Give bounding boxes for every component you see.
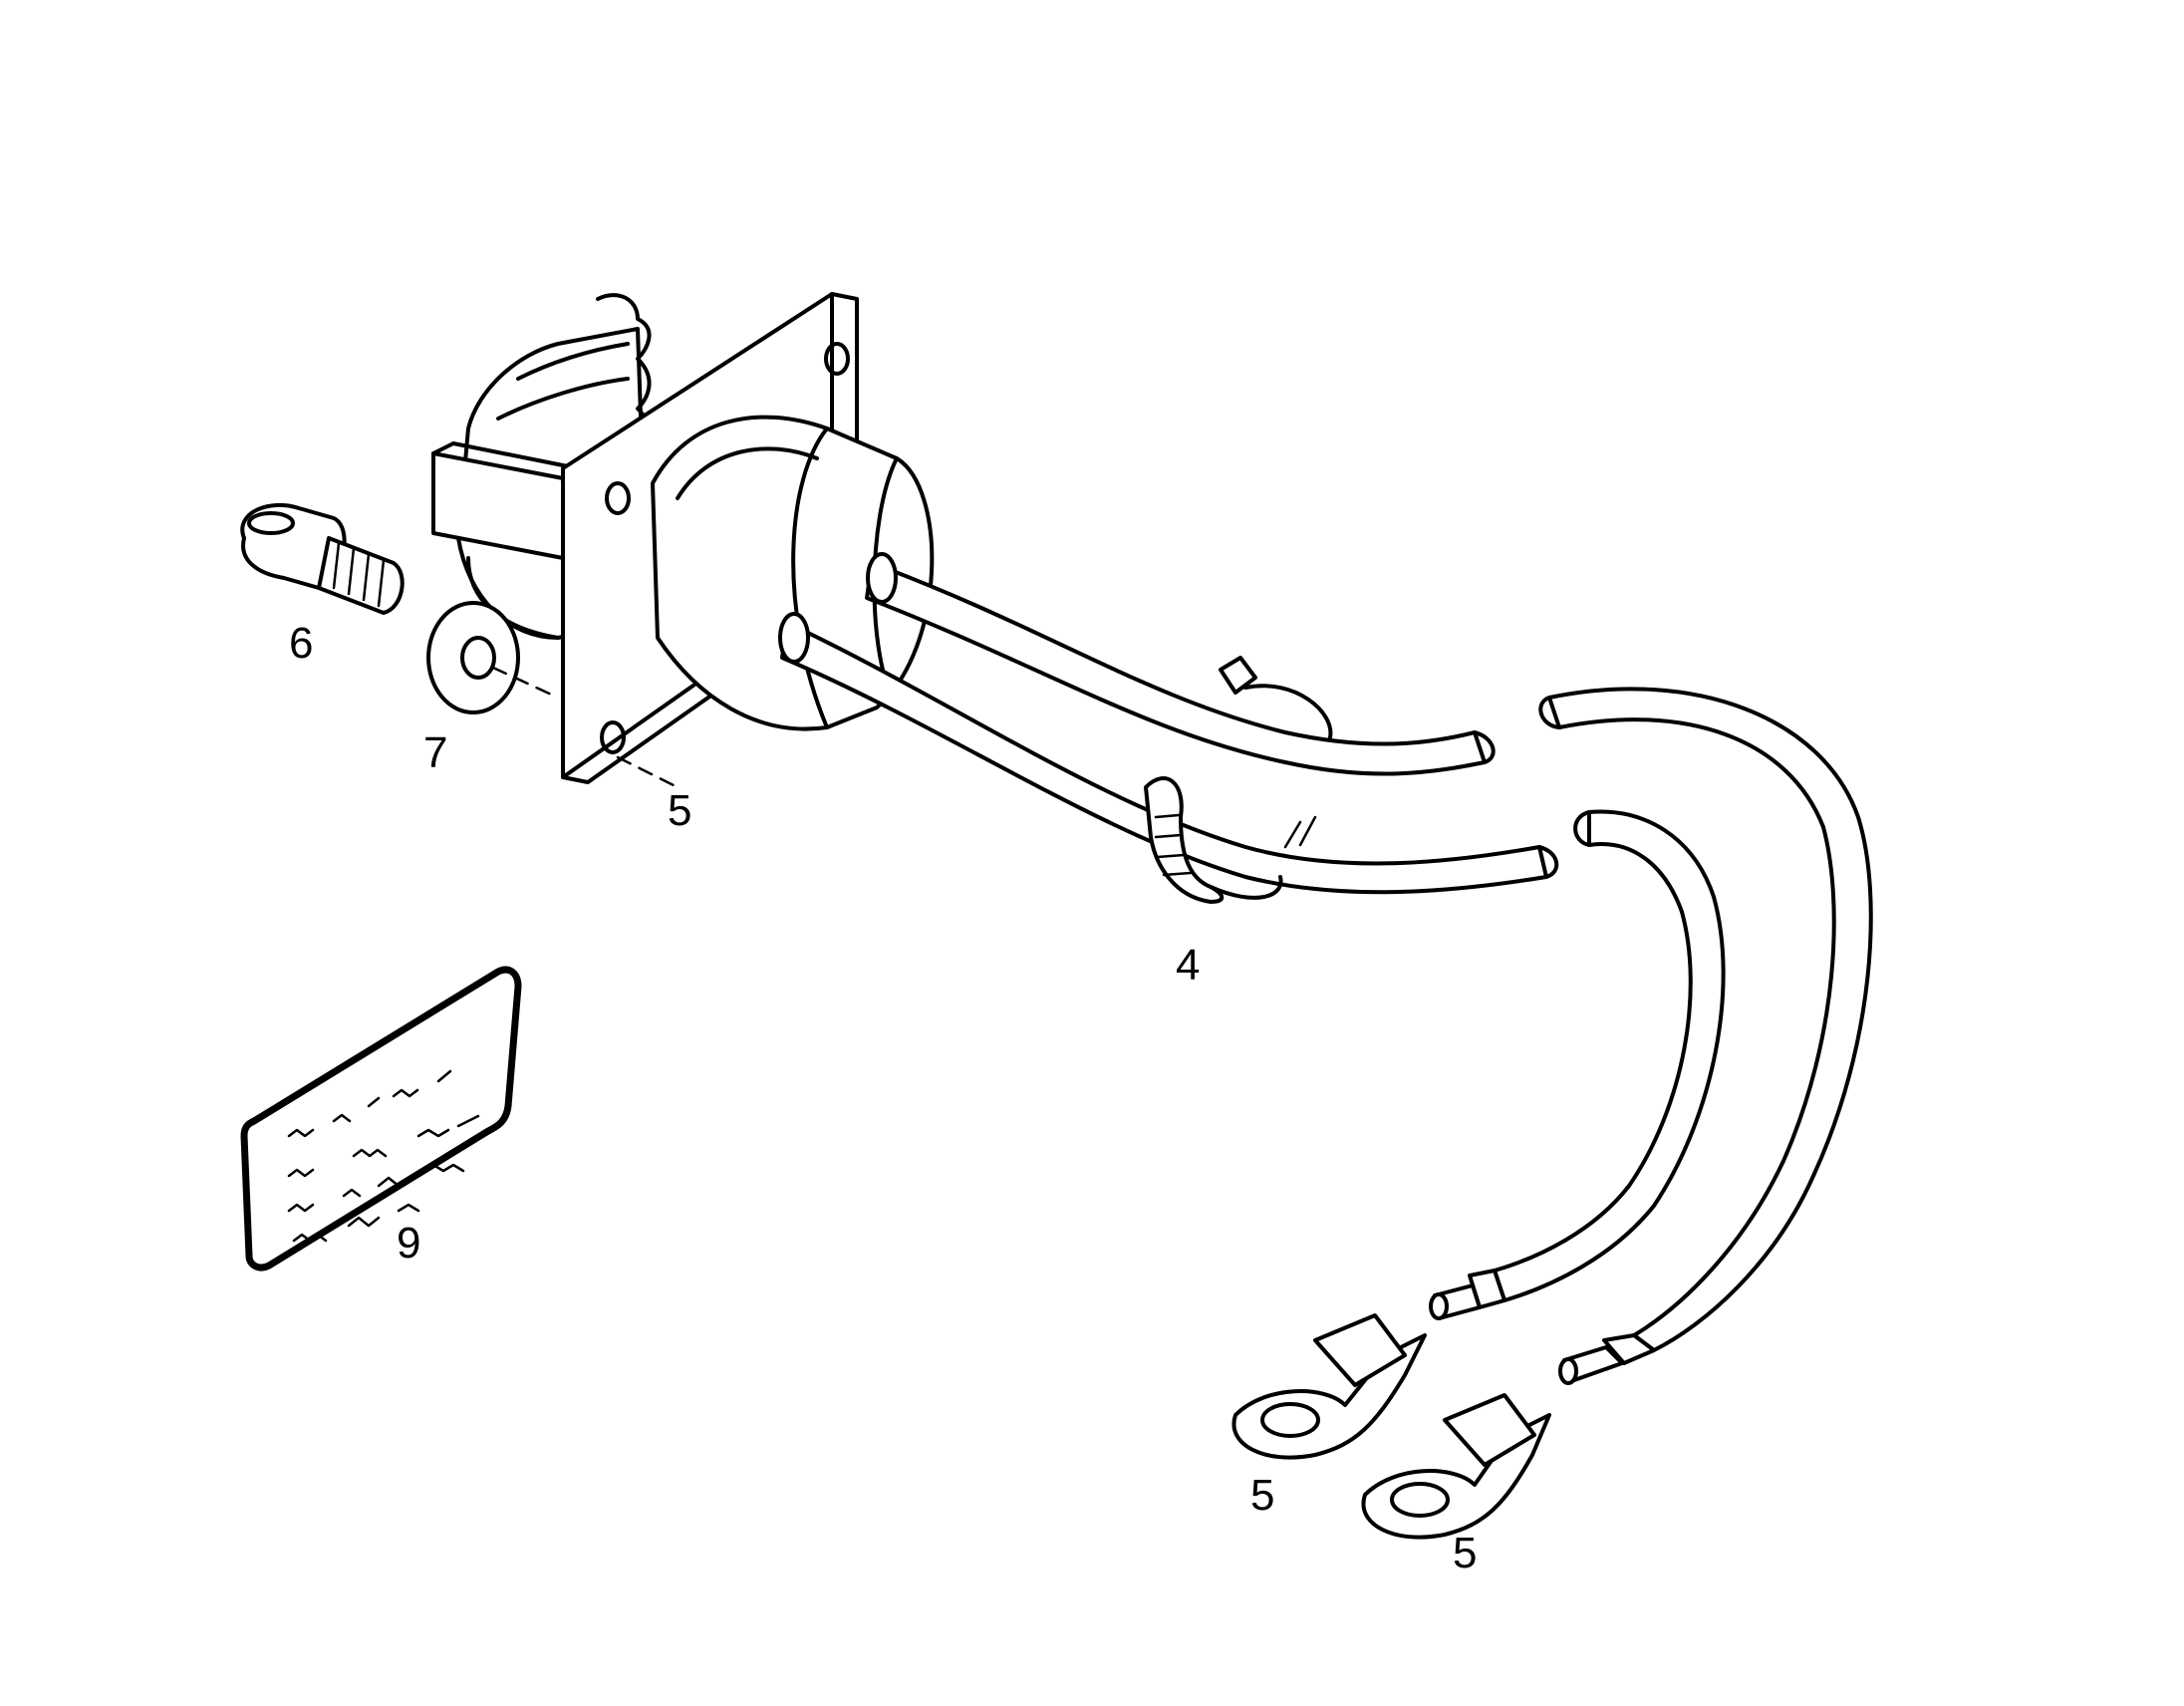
callout-5-flange: 5 [668, 786, 691, 835]
callout-5-terminal-2: 5 [1453, 1529, 1477, 1577]
cable-upper [865, 552, 1496, 776]
wire-pin-upper [1429, 1269, 1506, 1320]
label-plate [240, 966, 522, 1272]
ring-terminal-2 [1361, 1393, 1551, 1540]
callout-4: 4 [1176, 941, 1200, 990]
callout-6: 6 [289, 619, 313, 668]
wire-pin-lower [1558, 1333, 1656, 1385]
callout-5-terminal-1: 5 [1250, 1471, 1274, 1520]
washer-part [426, 601, 560, 714]
callout-7: 7 [423, 728, 447, 777]
flange-hole-top-left [605, 481, 631, 515]
ring-terminal-1 [1231, 1313, 1427, 1460]
screw-part [240, 502, 405, 615]
callout-9: 9 [397, 1219, 420, 1268]
connector-body [651, 415, 935, 731]
cable-far-lower [1493, 809, 1726, 1302]
flange-hole-top-right [824, 342, 850, 376]
flange-hole-bottom-left [600, 720, 626, 754]
cable-tie-upper [1219, 656, 1333, 739]
cable-tie-lower [1144, 776, 1283, 904]
leader-line-5 [616, 755, 680, 789]
